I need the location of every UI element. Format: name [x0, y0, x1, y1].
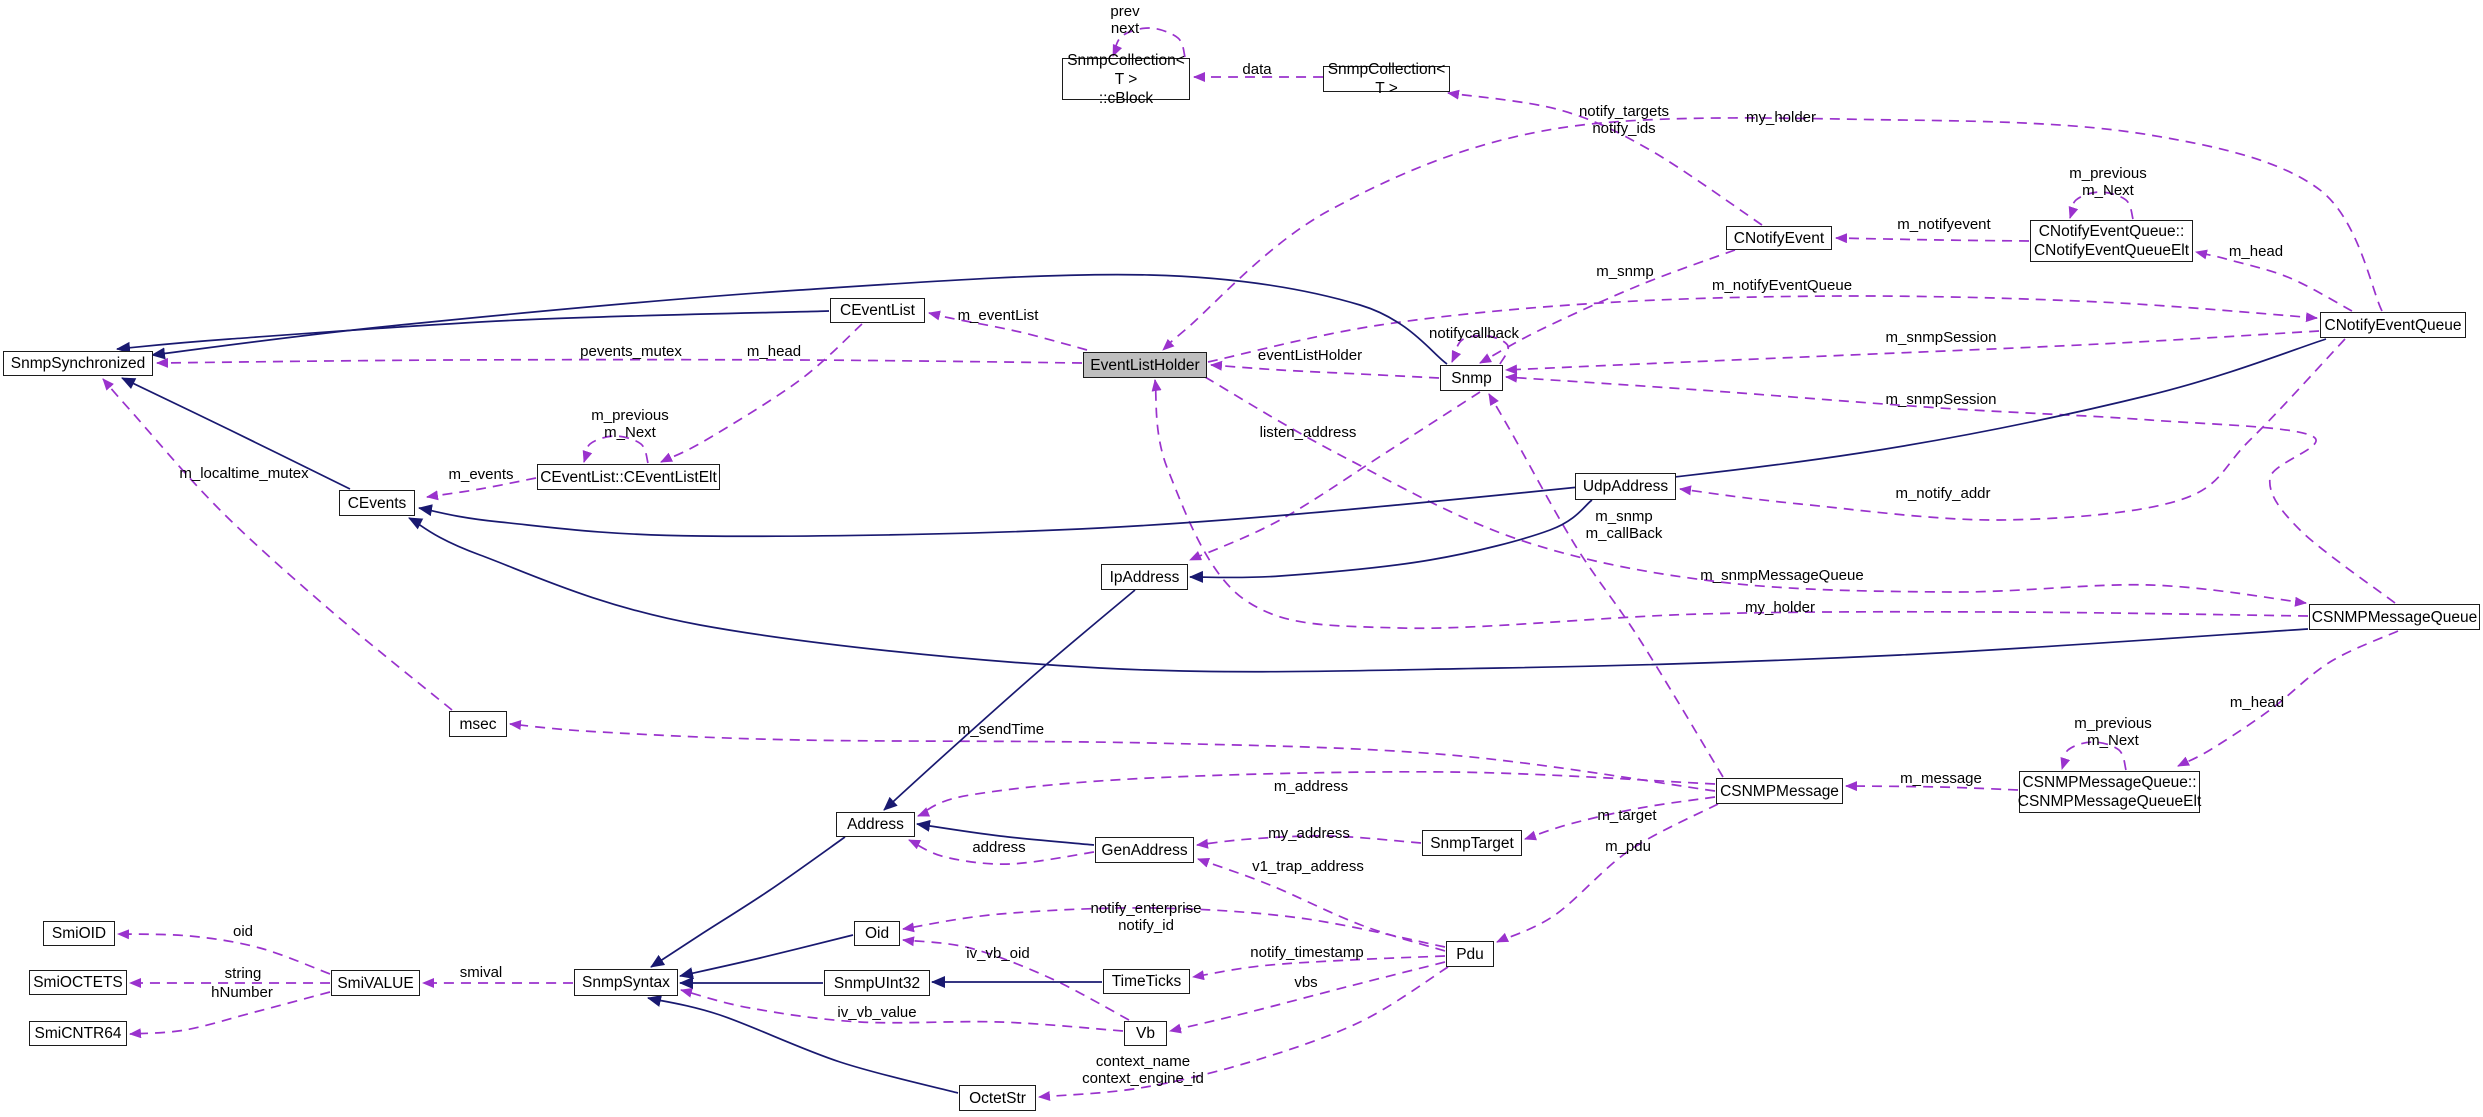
node-ceventlist[interactable]: CEventList — [830, 298, 925, 323]
node-snmp[interactable]: Snmp — [1440, 365, 1503, 391]
edge-snmp-snmpsynchronized — [151, 273, 1448, 365]
node-snmpsynchronized[interactable]: SnmpSynchronized — [3, 351, 153, 376]
edge-ceventlistelt-cevents — [426, 477, 537, 501]
edge-csnmpmessagequeue-eventlistholder — [1151, 379, 2309, 630]
edge-csnmpmessage-snmptarget — [1524, 796, 1716, 841]
node-snmptarget[interactable]: SnmpTarget — [1422, 830, 1522, 856]
edge-cevents-snmpsynchronized — [121, 377, 351, 490]
edge-genaddress-address — [908, 839, 1095, 865]
edge-smivalue-smicntr64 — [129, 991, 331, 1039]
edge-snmp-ipaddress — [1189, 391, 1481, 561]
node-eventlistholder[interactable]: EventListHolder — [1083, 352, 1207, 378]
node-genaddress[interactable]: GenAddress — [1095, 837, 1194, 863]
edge-eventlistholder-csnmpmessagequeue — [1204, 376, 2307, 607]
node-snmpcollection-cblock[interactable]: SnmpCollection< T > ::cBlock — [1062, 52, 1190, 107]
node-smicntr64[interactable]: SmiCNTR64 — [29, 1021, 127, 1046]
edge-cnotifyevent-snmp — [1479, 249, 1736, 364]
edge-msec-snmpsynchronized — [102, 378, 453, 711]
edge-oid-snmpsyntax — [679, 934, 854, 980]
edge-cnotifyeventqueue-snmp — [1505, 330, 2320, 375]
edge-cnotifyeventqueueelt-cnotifyevent — [1835, 233, 2030, 244]
edge-csnmpmessage-msec — [509, 719, 1716, 792]
edge-ipaddress-address — [883, 589, 1136, 811]
node-cevents[interactable]: CEvents — [339, 490, 415, 516]
node-snmpuint32[interactable]: SnmpUInt32 — [824, 970, 930, 996]
edge-genaddress-address — [916, 819, 1095, 846]
edge-pdu-vb — [1169, 961, 1446, 1034]
edge-eventlistholder-cnotifyeventqueue — [1207, 295, 2318, 363]
edge-eventlistholder-ceventlist — [928, 310, 1088, 351]
edge-vb-snmpsyntax — [680, 987, 1124, 1032]
node-snmpcollection[interactable]: SnmpCollection< T > — [1323, 61, 1450, 97]
edge-pdu-timeticks — [1192, 955, 1446, 981]
node-ipaddress[interactable]: IpAddress — [1101, 564, 1188, 590]
edge-csnmpmessage-snmp — [1488, 393, 1724, 778]
edge-cnotifyeventqueue-cevents — [418, 338, 2327, 538]
node-smioctets[interactable]: SmiOCTETS — [29, 970, 127, 995]
node-timeticks[interactable]: TimeTicks — [1103, 969, 1190, 994]
edge-cnotifyeventqueue-cnotifyeventqueueelt — [2195, 249, 2353, 312]
edge-cnotifyeventqueue-udpaddress — [1679, 338, 2346, 521]
node-address[interactable]: Address — [836, 812, 915, 837]
edge-pdu-genaddress — [1197, 858, 1446, 952]
node-csnmpmessage[interactable]: CSNMPMessage — [1716, 778, 1843, 804]
edge-cnotifyeventqueue-eventlistholder — [1162, 117, 2383, 351]
node-cnotifyeventqueueelt[interactable]: CNotifyEventQueue:: CNotifyEventQueueElt — [2030, 220, 2193, 262]
node-oid[interactable]: Oid — [854, 921, 900, 946]
node-cnotifyevent[interactable]: CNotifyEvent — [1726, 226, 1832, 250]
node-csnmpmessagequeue[interactable]: CSNMPMessageQueue — [2309, 604, 2480, 630]
node-msec[interactable]: msec — [449, 711, 507, 737]
edge-csnmpmessagequeueelt-csnmpmessage — [1845, 781, 2019, 792]
edge-csnmpmessagequeue-csnmpmessagequeueelt — [2177, 630, 2399, 767]
node-ceventlistelt[interactable]: CEventList::CEventListElt — [537, 464, 720, 490]
edge-csnmpmessagequeueelt-csnmpmessagequeueelt — [2060, 741, 2127, 771]
edge-udpaddress-ipaddress — [1189, 499, 1593, 583]
edge-pdu-oid — [902, 907, 1446, 948]
node-smivalue[interactable]: SmiVALUE — [331, 970, 420, 996]
edge-ceventlist-ceventlistelt — [660, 323, 863, 463]
edge-cnotifyeventqueueelt-cnotifyeventqueueelt — [2068, 191, 2134, 220]
edges — [102, 27, 2399, 1102]
node-smioid[interactable]: SmiOID — [43, 921, 115, 946]
edge-address-snmpsyntax — [650, 836, 846, 968]
edge-eventlistholder-snmpsynchronized — [156, 357, 1083, 368]
node-csnmpmessagequeueelt[interactable]: CSNMPMessageQueue:: CSNMPMessageQueueElt — [2018, 771, 2201, 813]
edge-csnmpmessagequeue-snmp — [1505, 372, 2396, 604]
node-udpaddress[interactable]: UdpAddress — [1575, 473, 1676, 500]
node-octetstr[interactable]: OctetStr — [959, 1085, 1036, 1111]
edge-pdu-octetstr — [1038, 966, 1449, 1102]
node-vb[interactable]: Vb — [1124, 1021, 1167, 1046]
edge-ceventlistelt-ceventlistelt — [582, 435, 649, 464]
edge-cnotifyevent-snmpcollection — [1447, 89, 1763, 226]
edge-smivalue-smioid — [117, 929, 331, 975]
edge-snmptarget-genaddress — [1196, 835, 1422, 849]
edge-snmp-eventlistholder — [1210, 360, 1440, 379]
node-snmpsyntax[interactable]: SnmpSyntax — [574, 969, 678, 996]
edge-octetstr-snmpsyntax — [647, 995, 959, 1094]
edge-snmp-snmp — [1451, 334, 1510, 365]
edge-vb-oid — [902, 936, 1130, 1021]
edge-csnmpmessage-address — [917, 770, 1716, 817]
edge-snmpcollection-cblock-snmpcollection-cblock — [1112, 27, 1186, 58]
edge-ceventlist-snmpsynchronized — [116, 310, 830, 354]
node-pdu[interactable]: Pdu — [1446, 941, 1494, 967]
node-cnotifyeventqueue[interactable]: CNotifyEventQueue — [2320, 312, 2466, 338]
edge-csnmpmessage-pdu — [1496, 803, 1719, 943]
edge-csnmpmessagequeue-cevents — [408, 517, 2309, 673]
